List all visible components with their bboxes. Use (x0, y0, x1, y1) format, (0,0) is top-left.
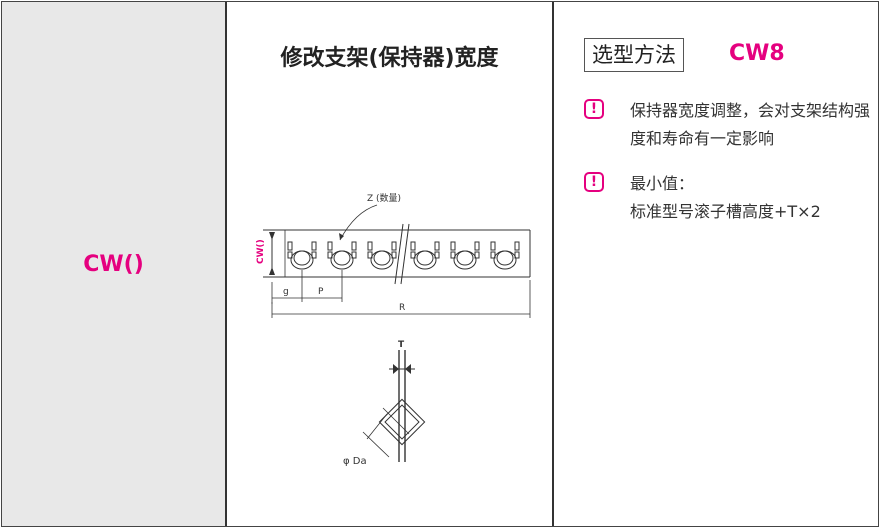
da-label: φ Da (343, 456, 367, 467)
section-title: 修改支架(保持器)宽度 (280, 46, 499, 71)
r-label: R (399, 303, 405, 313)
t-label: T (398, 340, 405, 350)
p-label: P (318, 287, 324, 297)
selection-column: 选型方法 CW8 ! 保持器宽度调整，会对支架结构强度和寿命有一定影响 ! 最小… (554, 2, 878, 526)
roller-pockets (287, 241, 520, 270)
g-label: g (283, 287, 289, 297)
exclamation-icon: ! (584, 99, 604, 119)
note-text: 最小值： 标准型号滚子槽高度+T×2 (630, 170, 880, 226)
method-code: CW8 (729, 41, 785, 66)
exclamation-icon: ! (584, 172, 604, 192)
cw-dimension-label: CW() (256, 239, 266, 264)
selection-method-label: 选型方法 (584, 38, 684, 72)
retainer-diagram: Z (数量) (256, 192, 531, 467)
parameter-name: CW() (83, 252, 144, 277)
note-text: 保持器宽度调整，会对支架结构强度和寿命有一定影响 (630, 101, 871, 148)
description-column: 修改支架(保持器)宽度 Z (数量) (227, 2, 554, 526)
note-line-1: 最小值： (630, 174, 695, 193)
z-quantity-label: Z (数量) (367, 192, 401, 204)
parameter-column: CW() (2, 2, 227, 526)
note-line-2: 标准型号滚子槽高度+T×2 (630, 202, 821, 221)
